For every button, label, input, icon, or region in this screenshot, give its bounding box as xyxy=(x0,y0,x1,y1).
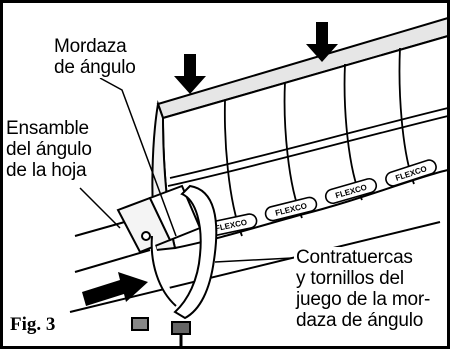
blade-assembly xyxy=(151,16,449,252)
label-blade-angle-assembly: Ensamble del ángulo de la hoja xyxy=(4,118,94,181)
label-line: de ángulo xyxy=(54,57,136,78)
figure-number: Fig. 3 xyxy=(8,314,58,336)
arrow-down-right xyxy=(306,22,338,62)
label-line: Mordaza xyxy=(54,36,127,57)
label-line: del ángulo xyxy=(6,139,92,160)
label-locknuts-bolts: Contratuercas y tornillos del juego de l… xyxy=(294,247,433,331)
label-line: Ensamble xyxy=(6,118,89,139)
label-line: y tornillos del xyxy=(296,268,404,289)
arrow-down-left xyxy=(174,54,206,94)
label-line: daza de ángulo xyxy=(296,310,424,331)
arrow-push xyxy=(82,272,148,306)
leader-lines xyxy=(79,77,293,263)
label-line: juego de la mor- xyxy=(296,289,431,310)
label-angle-clamp: Mordaza de ángulo xyxy=(52,36,138,78)
label-line: de la hoja xyxy=(6,160,87,181)
label-line: Contratuercas xyxy=(296,247,413,268)
press-arrows xyxy=(174,22,338,94)
